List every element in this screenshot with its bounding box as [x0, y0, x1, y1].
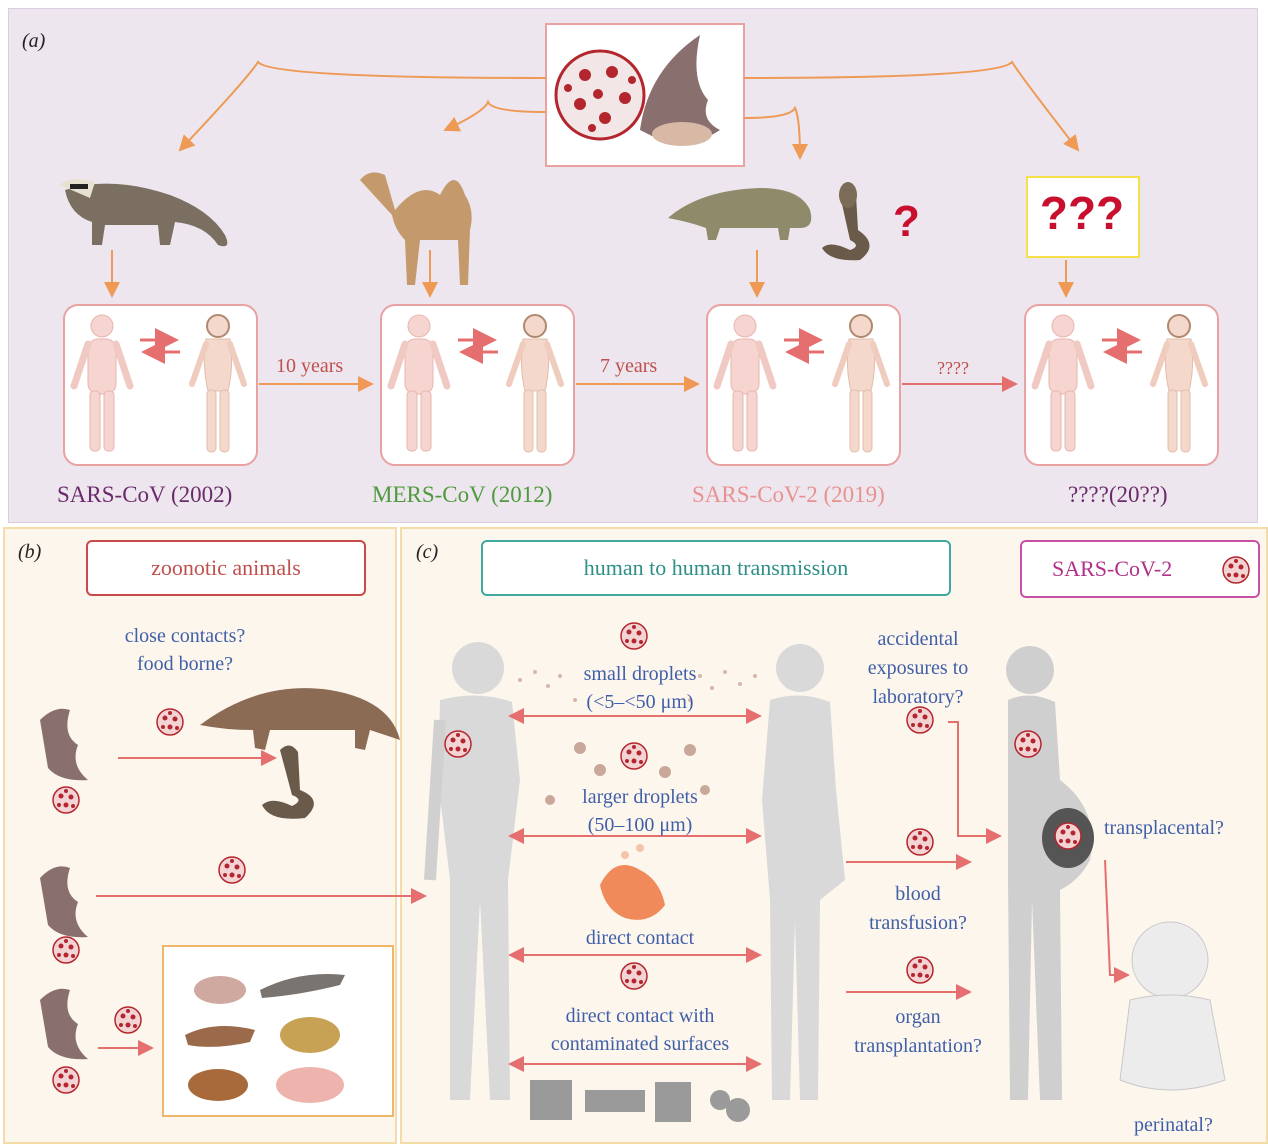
- route-transplacental: transplacental?: [1104, 817, 1224, 840]
- monkey-icon: [280, 1017, 340, 1053]
- route-perinatal: perinatal?: [1134, 1114, 1213, 1137]
- route-organ-transplantation: organ transplantation?: [838, 1003, 998, 1061]
- route-small-droplets: small droplets (<5–<50 μm): [540, 660, 740, 716]
- goat-icon: [188, 1069, 248, 1101]
- human-figure-right: [762, 644, 845, 1100]
- route-laboratory: accidental exposures to laboratory?: [848, 625, 988, 712]
- route-blood-transfusion: blood transfusion?: [848, 880, 988, 938]
- legend-virus-icon: [1223, 557, 1249, 583]
- baby-figure: [1120, 922, 1225, 1090]
- pangolin-icon-b: [200, 688, 400, 750]
- route-contaminated-surfaces: direct contact with contaminated surface…: [510, 1002, 770, 1058]
- bat-icons: [40, 709, 88, 1060]
- pregnant-figure: [1006, 646, 1092, 1100]
- route-larger-droplets: larger droplets (50–100 μm): [540, 783, 740, 839]
- human-figure-left: [430, 642, 520, 1100]
- pig-icon: [276, 1067, 344, 1103]
- rabbit-icon: [194, 976, 246, 1004]
- medical-equipment-icons: [530, 1080, 750, 1122]
- cobra-icon-b: [262, 745, 314, 818]
- route-direct-contact: direct contact: [540, 927, 740, 950]
- hands-icon: [600, 844, 665, 920]
